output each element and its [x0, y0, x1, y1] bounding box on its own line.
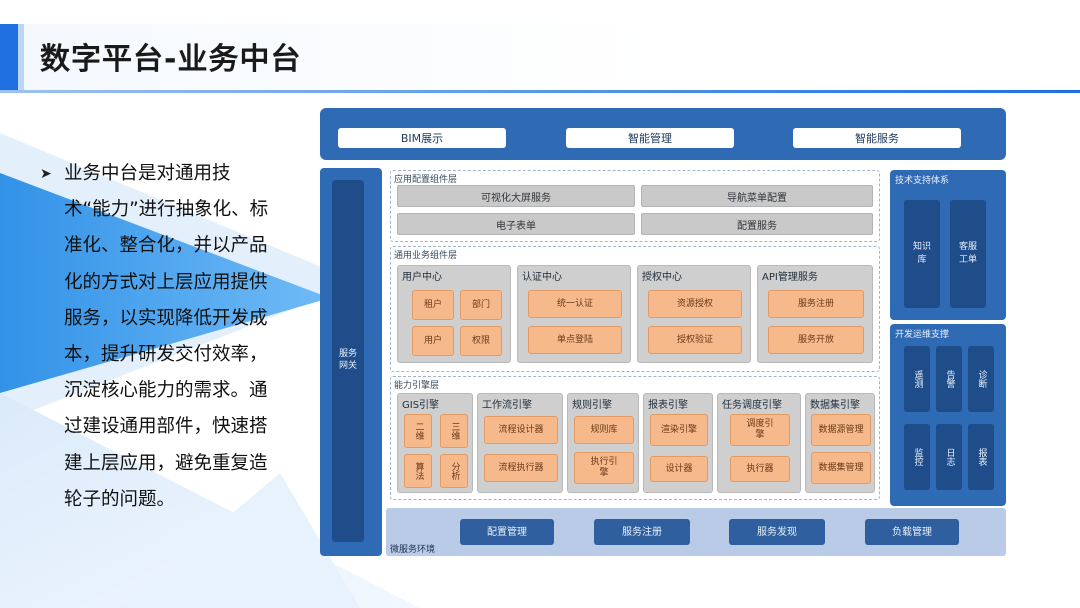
item-permission: 权限 — [460, 326, 502, 356]
item-monitor: 监控 — [904, 424, 930, 490]
item-department: 部门 — [460, 290, 502, 320]
item-sso: 单点登陆 — [528, 326, 622, 354]
item-analysis-label: 分析 — [449, 462, 460, 480]
gateway-column: 服务网关 — [320, 168, 382, 556]
item-service-discovery: 服务发现 — [729, 519, 825, 545]
item-telemetry: 遥测 — [904, 346, 930, 412]
bullet-paragraph: ➤ 业务中台是对通用技术“能力”进行抽象化、标准化、整合化，并以产品化的方式对上… — [40, 156, 276, 518]
group-workflow-engine: 工作流引擎 流程设计器 流程执行器 — [477, 393, 563, 493]
item-knowledge-base: 知识库 — [904, 200, 940, 308]
top-bar-item-smart-management: 智能管理 — [566, 128, 734, 148]
architecture-diagram: BIM展示 智能管理 智能服务 服务网关 应用配置组件层 可视化大屏服务 导航菜… — [320, 108, 1008, 556]
app-item-config-service: 配置服务 — [641, 213, 873, 235]
group-rule-engine: 规则引擎 规则库 执行引擎 — [567, 393, 639, 493]
item-3d-label: 三维 — [449, 422, 460, 440]
item-telemetry-label: 遥测 — [912, 370, 923, 388]
group-title: API管理服务 — [762, 272, 818, 283]
item-service-registry: 服务注册 — [594, 519, 690, 545]
top-bar-item-smart-service: 智能服务 — [793, 128, 961, 148]
item-config-management: 配置管理 — [460, 519, 554, 545]
item-dataset-management: 数据集管理 — [811, 452, 871, 484]
item-flow-executor: 流程执行器 — [484, 454, 558, 482]
microservice-title: 微服务环境 — [390, 545, 436, 555]
title-accent — [0, 24, 18, 90]
item-tenant: 租户 — [412, 290, 454, 320]
item-designer: 设计器 — [650, 456, 708, 482]
item-exec-engine: 执行引擎 — [574, 452, 634, 484]
top-bar-item-bim: BIM展示 — [338, 128, 506, 148]
item-diagnosis: 诊断 — [968, 346, 994, 412]
item-resource-authorization: 资源授权 — [648, 290, 742, 318]
item-2d: 二维 — [404, 414, 432, 448]
item-unified-auth: 统一认证 — [528, 290, 622, 318]
item-alert: 告警 — [936, 346, 962, 412]
item-datasource-management: 数据源管理 — [811, 414, 871, 446]
group-report-engine: 报表引擎 渲染引擎 设计器 — [643, 393, 713, 493]
group-authorization-center: 授权中心 资源授权 授权验证 — [637, 265, 751, 363]
group-task-scheduler-engine: 任务调度引擎 调度引擎 执行器 — [717, 393, 801, 493]
item-3d: 三维 — [440, 414, 468, 448]
title-accent-light — [18, 24, 24, 90]
tech-support-panel: 技术支持体系 知识库 客服工单 — [890, 170, 1006, 320]
group-title: 授权中心 — [642, 272, 682, 283]
group-title: 规则引擎 — [572, 400, 612, 411]
group-user-center: 用户中心 租户 部门 用户 权限 — [397, 265, 511, 363]
app-item-eform: 电子表单 — [397, 213, 635, 235]
item-monitor-label: 监控 — [912, 448, 923, 466]
item-alert-label: 告警 — [944, 370, 955, 388]
common-layer-title: 通用业务组件层 — [394, 251, 458, 261]
bullet-text: 业务中台是对通用技术“能力”进行抽象化、标准化、整合化，并以产品化的方式对上层应… — [64, 163, 269, 510]
item-flow-designer: 流程设计器 — [484, 416, 558, 444]
microservice-environment: 微服务环境 配置管理 服务注册 服务发现 负载管理 — [386, 508, 1006, 556]
group-title: 数据集引擎 — [810, 400, 860, 411]
group-title: 认证中心 — [522, 272, 562, 283]
item-user: 用户 — [412, 326, 454, 356]
item-load-management: 负载管理 — [865, 519, 959, 545]
gateway-inner: 服务网关 — [332, 180, 364, 542]
group-title: 工作流引擎 — [482, 400, 532, 411]
item-log-label: 日志 — [944, 448, 955, 466]
group-title: GIS引擎 — [402, 400, 440, 411]
item-authorization-verify: 授权验证 — [648, 326, 742, 354]
engine-layer-title: 能力引擎层 — [394, 381, 440, 391]
top-application-bar: BIM展示 智能管理 智能服务 — [320, 108, 1006, 160]
group-title: 用户中心 — [402, 272, 442, 283]
devops-title: 开发运维支撑 — [895, 330, 950, 340]
app-item-nav-menu: 导航菜单配置 — [641, 185, 873, 207]
item-service-ticket: 客服工单 — [950, 200, 986, 308]
slide-title: 数字平台-业务中台 — [40, 42, 302, 77]
tech-support-title: 技术支持体系 — [895, 176, 950, 186]
group-api-management: API管理服务 服务注册 服务开放 — [757, 265, 873, 363]
bullet-arrow-icon: ➤ — [40, 166, 52, 182]
item-analysis: 分析 — [440, 454, 468, 488]
group-auth-center: 认证中心 统一认证 单点登陆 — [517, 265, 631, 363]
item-algorithm: 算法 — [404, 454, 432, 488]
item-service-open: 服务开放 — [768, 326, 864, 354]
group-title: 报表引擎 — [648, 400, 688, 411]
group-dataset-engine: 数据集引擎 数据源管理 数据集管理 — [805, 393, 875, 493]
gateway-label: 服务网关 — [338, 349, 357, 371]
item-report: 报表 — [968, 424, 994, 490]
devops-panel: 开发运维支撑 遥测 告警 诊断 监控 日志 报表 — [890, 324, 1006, 506]
app-config-layer-title: 应用配置组件层 — [394, 175, 458, 185]
item-render-engine: 渲染引擎 — [650, 414, 708, 446]
item-report-label: 报表 — [976, 448, 987, 466]
item-log: 日志 — [936, 424, 962, 490]
app-item-dashboard: 可视化大屏服务 — [397, 185, 635, 207]
background-decoration — [0, 93, 1080, 608]
common-business-layer: 通用业务组件层 用户中心 租户 部门 用户 权限 认证中心 统一认证 单点登陆 … — [390, 246, 880, 372]
item-executor: 执行器 — [730, 456, 790, 482]
engine-layer: 能力引擎层 GIS引擎 二维 三维 算法 分析 工作流引擎 流程设计器 流程执行… — [390, 376, 880, 500]
item-diagnosis-label: 诊断 — [976, 370, 987, 388]
item-algorithm-label: 算法 — [413, 462, 424, 480]
item-schedule-engine: 调度引擎 — [730, 414, 790, 446]
group-gis-engine: GIS引擎 二维 三维 算法 分析 — [397, 393, 473, 493]
item-service-register: 服务注册 — [768, 290, 864, 318]
item-2d-label: 二维 — [413, 422, 424, 440]
title-bar — [0, 24, 1080, 90]
item-rule-library: 规则库 — [574, 416, 634, 444]
group-title: 任务调度引擎 — [722, 400, 782, 411]
app-config-layer: 应用配置组件层 可视化大屏服务 导航菜单配置 电子表单 配置服务 — [390, 170, 880, 242]
title-underline — [0, 90, 1080, 93]
